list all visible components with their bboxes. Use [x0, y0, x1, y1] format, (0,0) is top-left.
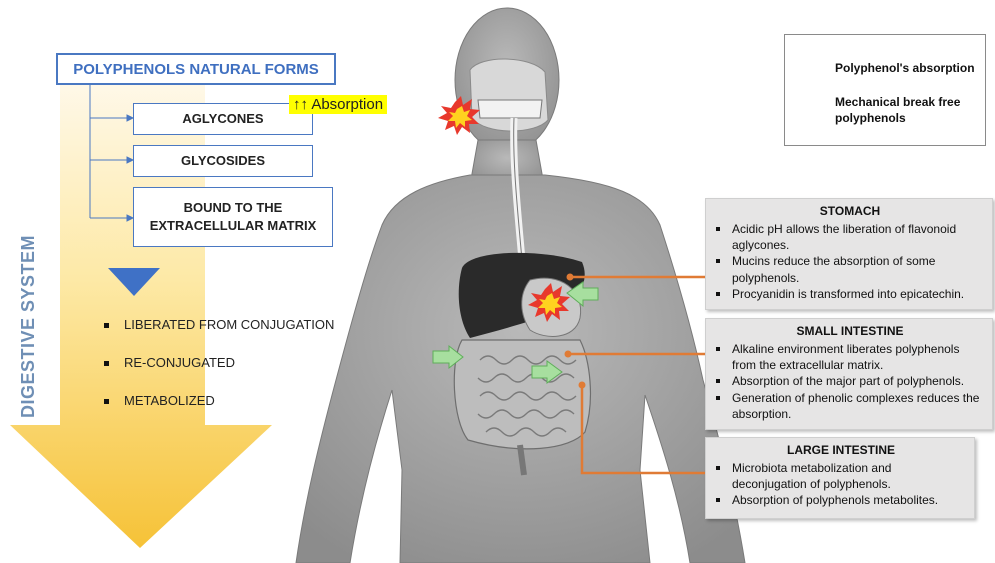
large-intestine-item: Microbiota metabolization and deconjugat…: [714, 460, 968, 492]
form-aglycones: AGLYCONES: [133, 103, 313, 135]
legend-absorption-label: Polyphenol's absorption: [835, 61, 975, 77]
stomach-item: Procyanidin is transformed into epicatec…: [714, 286, 986, 302]
fate-item: LIBERATED FROM CONJUGATION: [104, 317, 334, 355]
stomach-item: Mucins reduce the absorption of some pol…: [714, 253, 986, 285]
small-intestine-title: SMALL INTESTINE: [714, 324, 986, 338]
form-bound-matrix: BOUND TO THE EXTRACELLULAR MATRIX: [133, 187, 333, 247]
legend: Polyphenol's absorption Mechanical break…: [784, 34, 986, 146]
legend-mechanical-label: Mechanical break free polyphenols: [835, 95, 975, 126]
natural-forms-title: POLYPHENOLS NATURAL FORMS: [56, 53, 336, 85]
small-intestine-item: Alkaline environment liberates polypheno…: [714, 341, 986, 373]
stomach-item: Acidic pH allows the liberation of flavo…: [714, 221, 986, 253]
digestive-system-label: DIGESTIVE SYSTEM: [18, 268, 44, 418]
small-intestine-item: Absorption of the major part of polyphen…: [714, 373, 986, 389]
absorption-highlight: ↑↑ Absorption: [289, 95, 387, 114]
form-glycosides: GLYCOSIDES: [133, 145, 313, 177]
small-intestine-box: SMALL INTESTINE Alkaline environment lib…: [705, 318, 993, 430]
large-intestine-box: LARGE INTESTINE Microbiota metabolizatio…: [705, 437, 975, 519]
rectum: [520, 445, 524, 475]
fate-item: METABOLIZED: [104, 393, 334, 431]
stomach-box: STOMACH Acidic pH allows the liberation …: [705, 198, 993, 310]
fates-list: LIBERATED FROM CONJUGATION RE-CONJUGATED…: [104, 317, 334, 431]
fate-item: RE-CONJUGATED: [104, 355, 334, 393]
stomach-title: STOMACH: [714, 204, 986, 218]
large-intestine-item: Absorption of polyphenols metabolites.: [714, 492, 968, 508]
small-intestine-item: Generation of phenolic complexes reduces…: [714, 390, 986, 422]
large-intestine-title: LARGE INTESTINE: [714, 443, 968, 457]
oral-cavity: [470, 59, 548, 131]
